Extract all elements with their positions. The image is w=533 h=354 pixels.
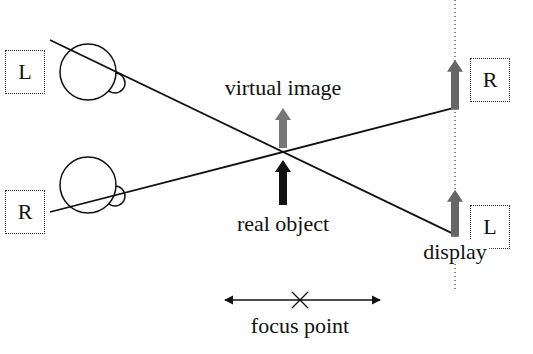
sight-line	[50, 108, 455, 212]
eye-letter: L	[18, 60, 31, 84]
eyeball	[60, 157, 116, 213]
eye-label-box: L	[5, 50, 45, 94]
eye-label-box: R	[5, 190, 45, 234]
eye-letter: R	[18, 200, 33, 224]
focus-mark	[292, 292, 308, 308]
virtual-image-arrow	[275, 108, 291, 148]
caption-label: focus point	[249, 314, 351, 338]
display-image-arrow	[447, 60, 463, 110]
focus-range	[225, 299, 380, 300]
caption-label: display	[421, 240, 489, 264]
caption-label: virtual image	[223, 76, 344, 100]
real-object-arrow	[275, 160, 291, 205]
eyeball	[60, 44, 116, 100]
eye-letter: L	[483, 215, 496, 239]
display-image-arrow	[447, 190, 463, 237]
eye-label-box: R	[470, 58, 510, 102]
sight-line	[50, 40, 455, 235]
caption-label: real object	[235, 212, 331, 236]
eye-letter: R	[483, 68, 498, 92]
